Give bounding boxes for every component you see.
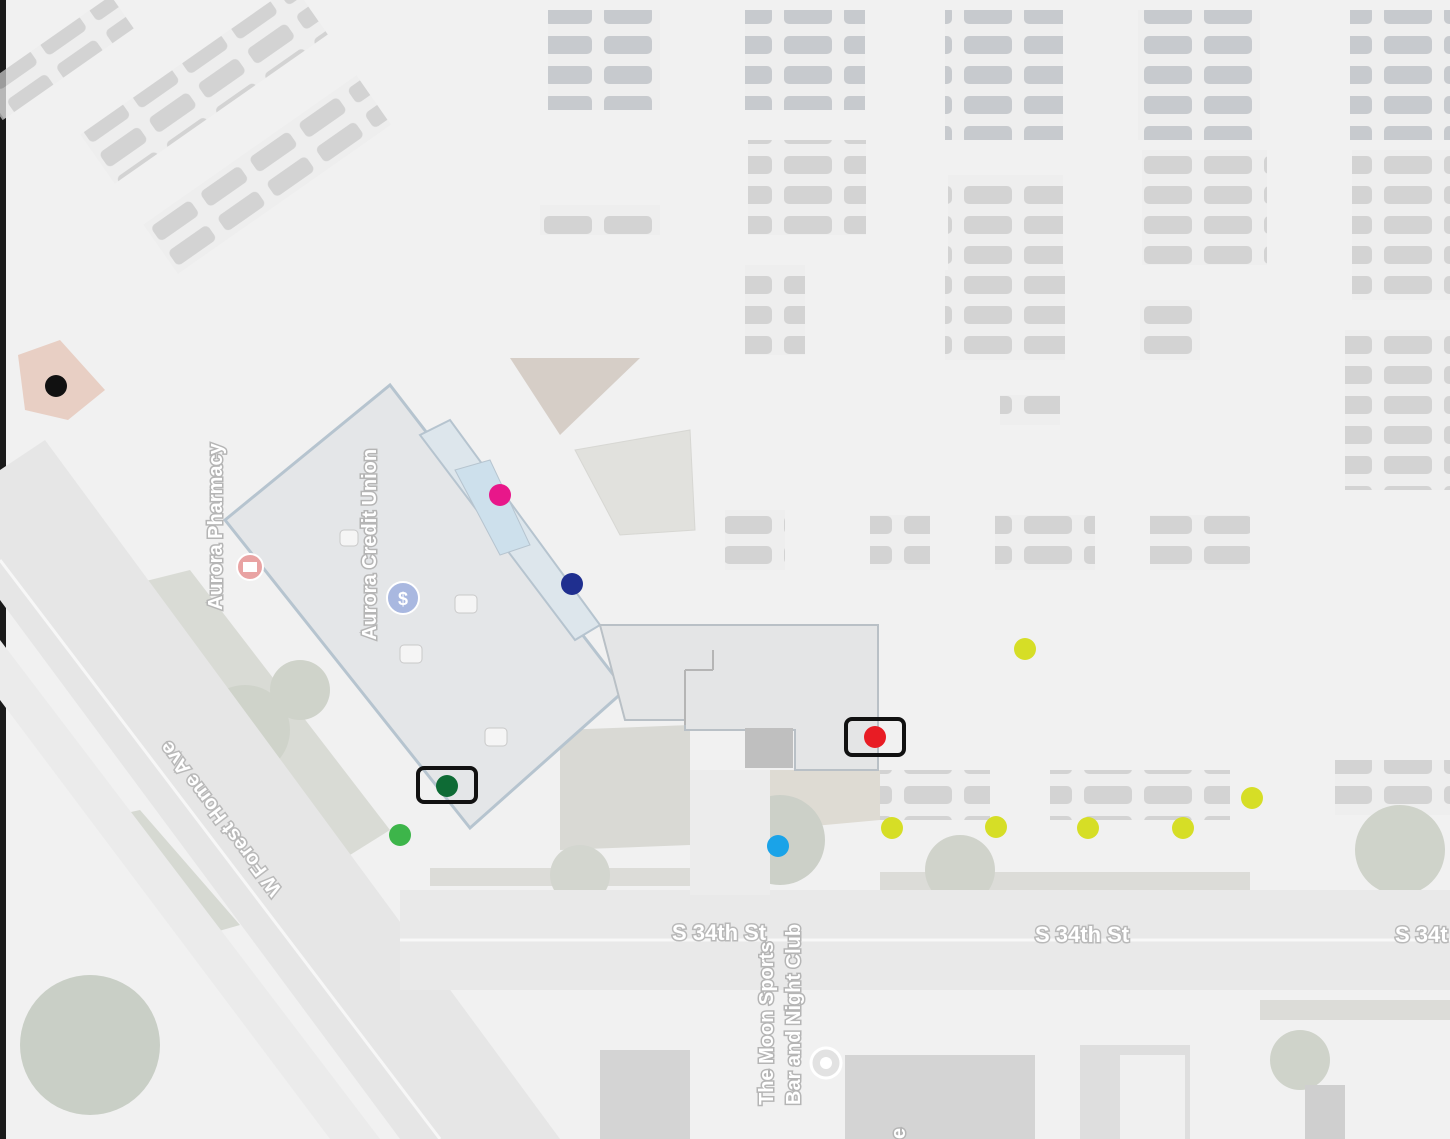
highlight-box-red [844, 717, 906, 757]
marker-light-blue[interactable] [767, 835, 789, 857]
highlight-box-dark-green [416, 766, 478, 804]
marker-yellow-1[interactable] [1014, 638, 1036, 660]
landscape-islands [18, 340, 1450, 1115]
street-label-mid: S 34th St [1035, 922, 1130, 947]
pharmacy-pin-icon[interactable] [236, 553, 264, 581]
marker-green[interactable] [389, 824, 411, 846]
marker-yellow-5[interactable] [1172, 817, 1194, 839]
credit-union-label: Aurora Credit Union [359, 449, 381, 640]
marker-magenta[interactable] [489, 484, 511, 506]
marker-yellow-6[interactable] [1241, 787, 1263, 809]
sports-bar-label-line2: Bar and Night Club [783, 924, 805, 1105]
marker-yellow-4[interactable] [1077, 817, 1099, 839]
parking-lot [0, 0, 1450, 820]
marker-black[interactable] [45, 375, 67, 397]
marker-red[interactable] [864, 726, 886, 748]
annex-building [598, 624, 879, 771]
marker-dark-green[interactable] [436, 775, 458, 797]
roads [0, 440, 1450, 1139]
partial-label: e [888, 1128, 910, 1139]
street-label-left: S 34th St [672, 920, 767, 945]
marker-navy[interactable] [561, 573, 583, 595]
buildings [222, 382, 1345, 1139]
bank-symbol: $ [398, 589, 408, 609]
sports-bar-label-line1: The Moon Sports [756, 942, 778, 1105]
marker-yellow-2[interactable] [881, 817, 903, 839]
bank-dollar-icon[interactable]: $ [386, 581, 420, 615]
pharmacy-label: Aurora Pharmacy [205, 442, 227, 610]
marker-yellow-3[interactable] [985, 816, 1007, 838]
street-label-right: S 34t [1395, 922, 1448, 947]
place-pin-icon[interactable] [809, 1046, 843, 1080]
